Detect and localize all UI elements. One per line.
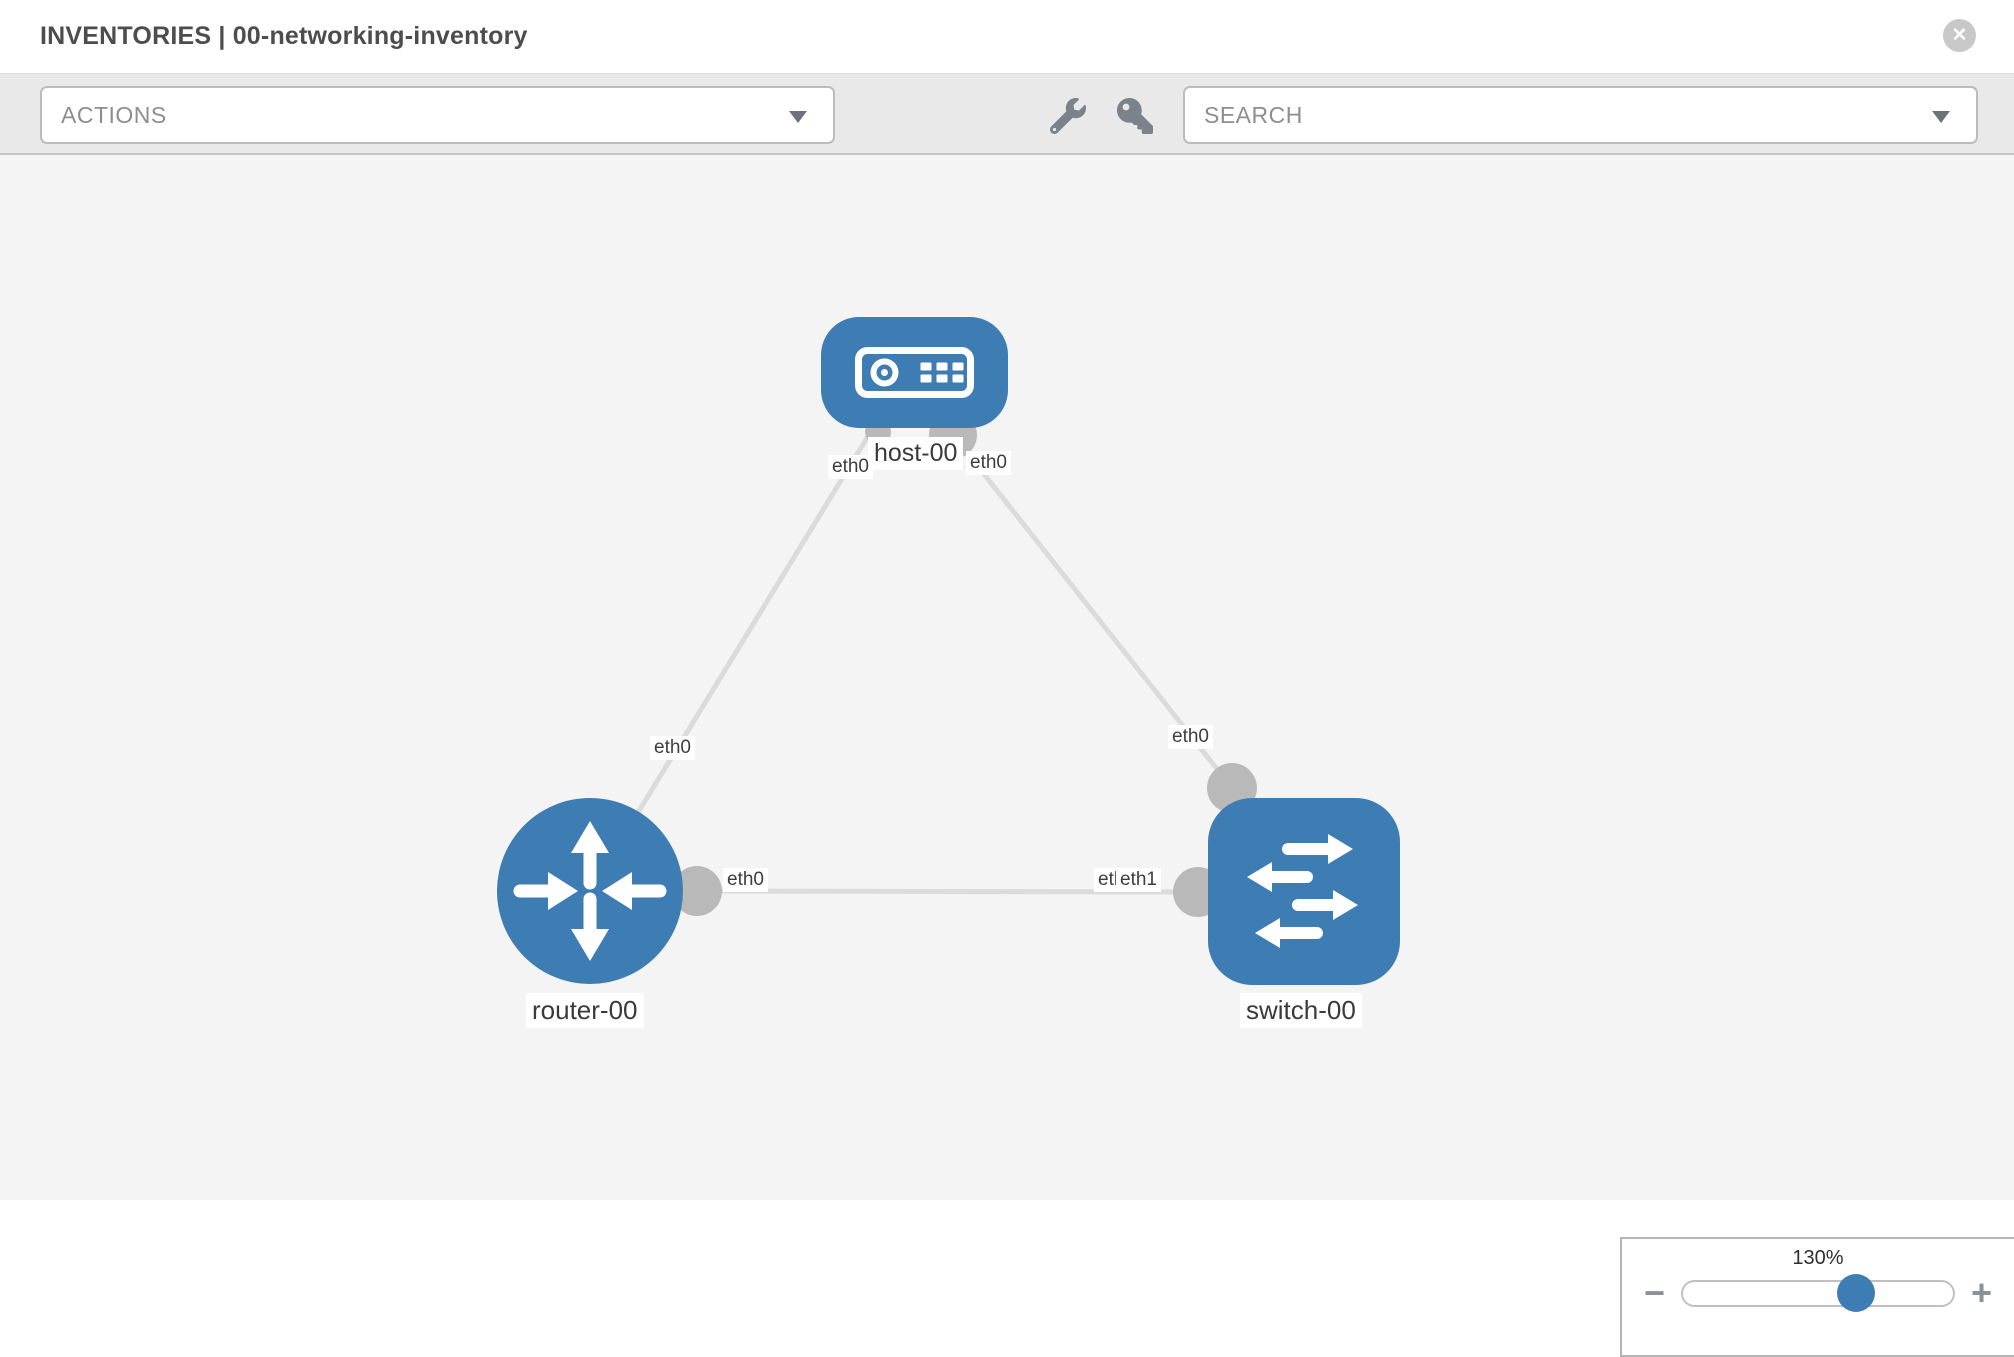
links xyxy=(587,431,1234,895)
actions-dropdown-label: ACTIONS xyxy=(61,102,167,128)
port-label-router-eth0: eth0 xyxy=(723,868,768,892)
port-label-switch-eth0-top: eth0 xyxy=(1168,725,1213,749)
page-title: INVENTORIES | 00-networking-inventory xyxy=(40,22,528,50)
actions-dropdown[interactable]: ACTIONS xyxy=(40,86,835,144)
zoom-in-plus-icon[interactable]: + xyxy=(1970,1272,1992,1313)
toolbar: ACTIONS SEARCH xyxy=(0,73,2014,155)
search-dropdown[interactable]: SEARCH xyxy=(1183,86,1978,144)
node-label-host: host-00 xyxy=(868,437,964,470)
connector-router-right xyxy=(672,866,722,916)
search-dropdown-label: SEARCH xyxy=(1204,102,1303,128)
key-icon xyxy=(1117,98,1153,134)
port-label-host-eth0-right: eth0 xyxy=(966,451,1011,475)
node-label-router: router-00 xyxy=(526,993,644,1028)
close-icon[interactable]: ✕ xyxy=(1943,19,1976,52)
zoom-slider-track[interactable] xyxy=(1681,1274,1955,1312)
port-label-host-eth0-left: eth0 xyxy=(828,455,873,479)
host-icon xyxy=(855,347,974,398)
chevron-down-icon xyxy=(789,111,807,123)
interface-connectors xyxy=(672,411,1257,917)
wrench-icon xyxy=(1049,98,1086,135)
port-label-router-link-eth0: eth0 xyxy=(650,736,695,760)
zoom-slider-knob[interactable] xyxy=(1836,1274,1875,1312)
header-bar: INVENTORIES | 00-networking-inventory ✕ xyxy=(0,0,2014,73)
node-router-00[interactable] xyxy=(497,798,683,984)
node-label-switch: switch-00 xyxy=(1240,993,1362,1028)
topology-graph xyxy=(497,317,1400,985)
switch-icon xyxy=(1247,834,1358,948)
node-switch-00[interactable] xyxy=(1208,798,1400,985)
zoom-out-minus-icon[interactable]: − xyxy=(1644,1272,1666,1313)
zoom-control-panel: 130% − + xyxy=(1620,1237,2014,1357)
node-host-00[interactable] xyxy=(821,317,1008,428)
credentials-key-button[interactable] xyxy=(1117,98,1153,134)
zoom-level-value: 130% xyxy=(1792,1247,1844,1269)
port-label-switch-eth1: eth1 xyxy=(1116,868,1161,892)
configure-wrench-button[interactable] xyxy=(1049,98,1086,135)
zoom-slider-row: − + xyxy=(1622,1272,2014,1313)
router-icon xyxy=(513,821,667,961)
chevron-down-icon xyxy=(1932,111,1950,123)
topology-canvas[interactable]: host-00 router-00 switch-00 eth0 eth0 et… xyxy=(0,155,2014,1357)
